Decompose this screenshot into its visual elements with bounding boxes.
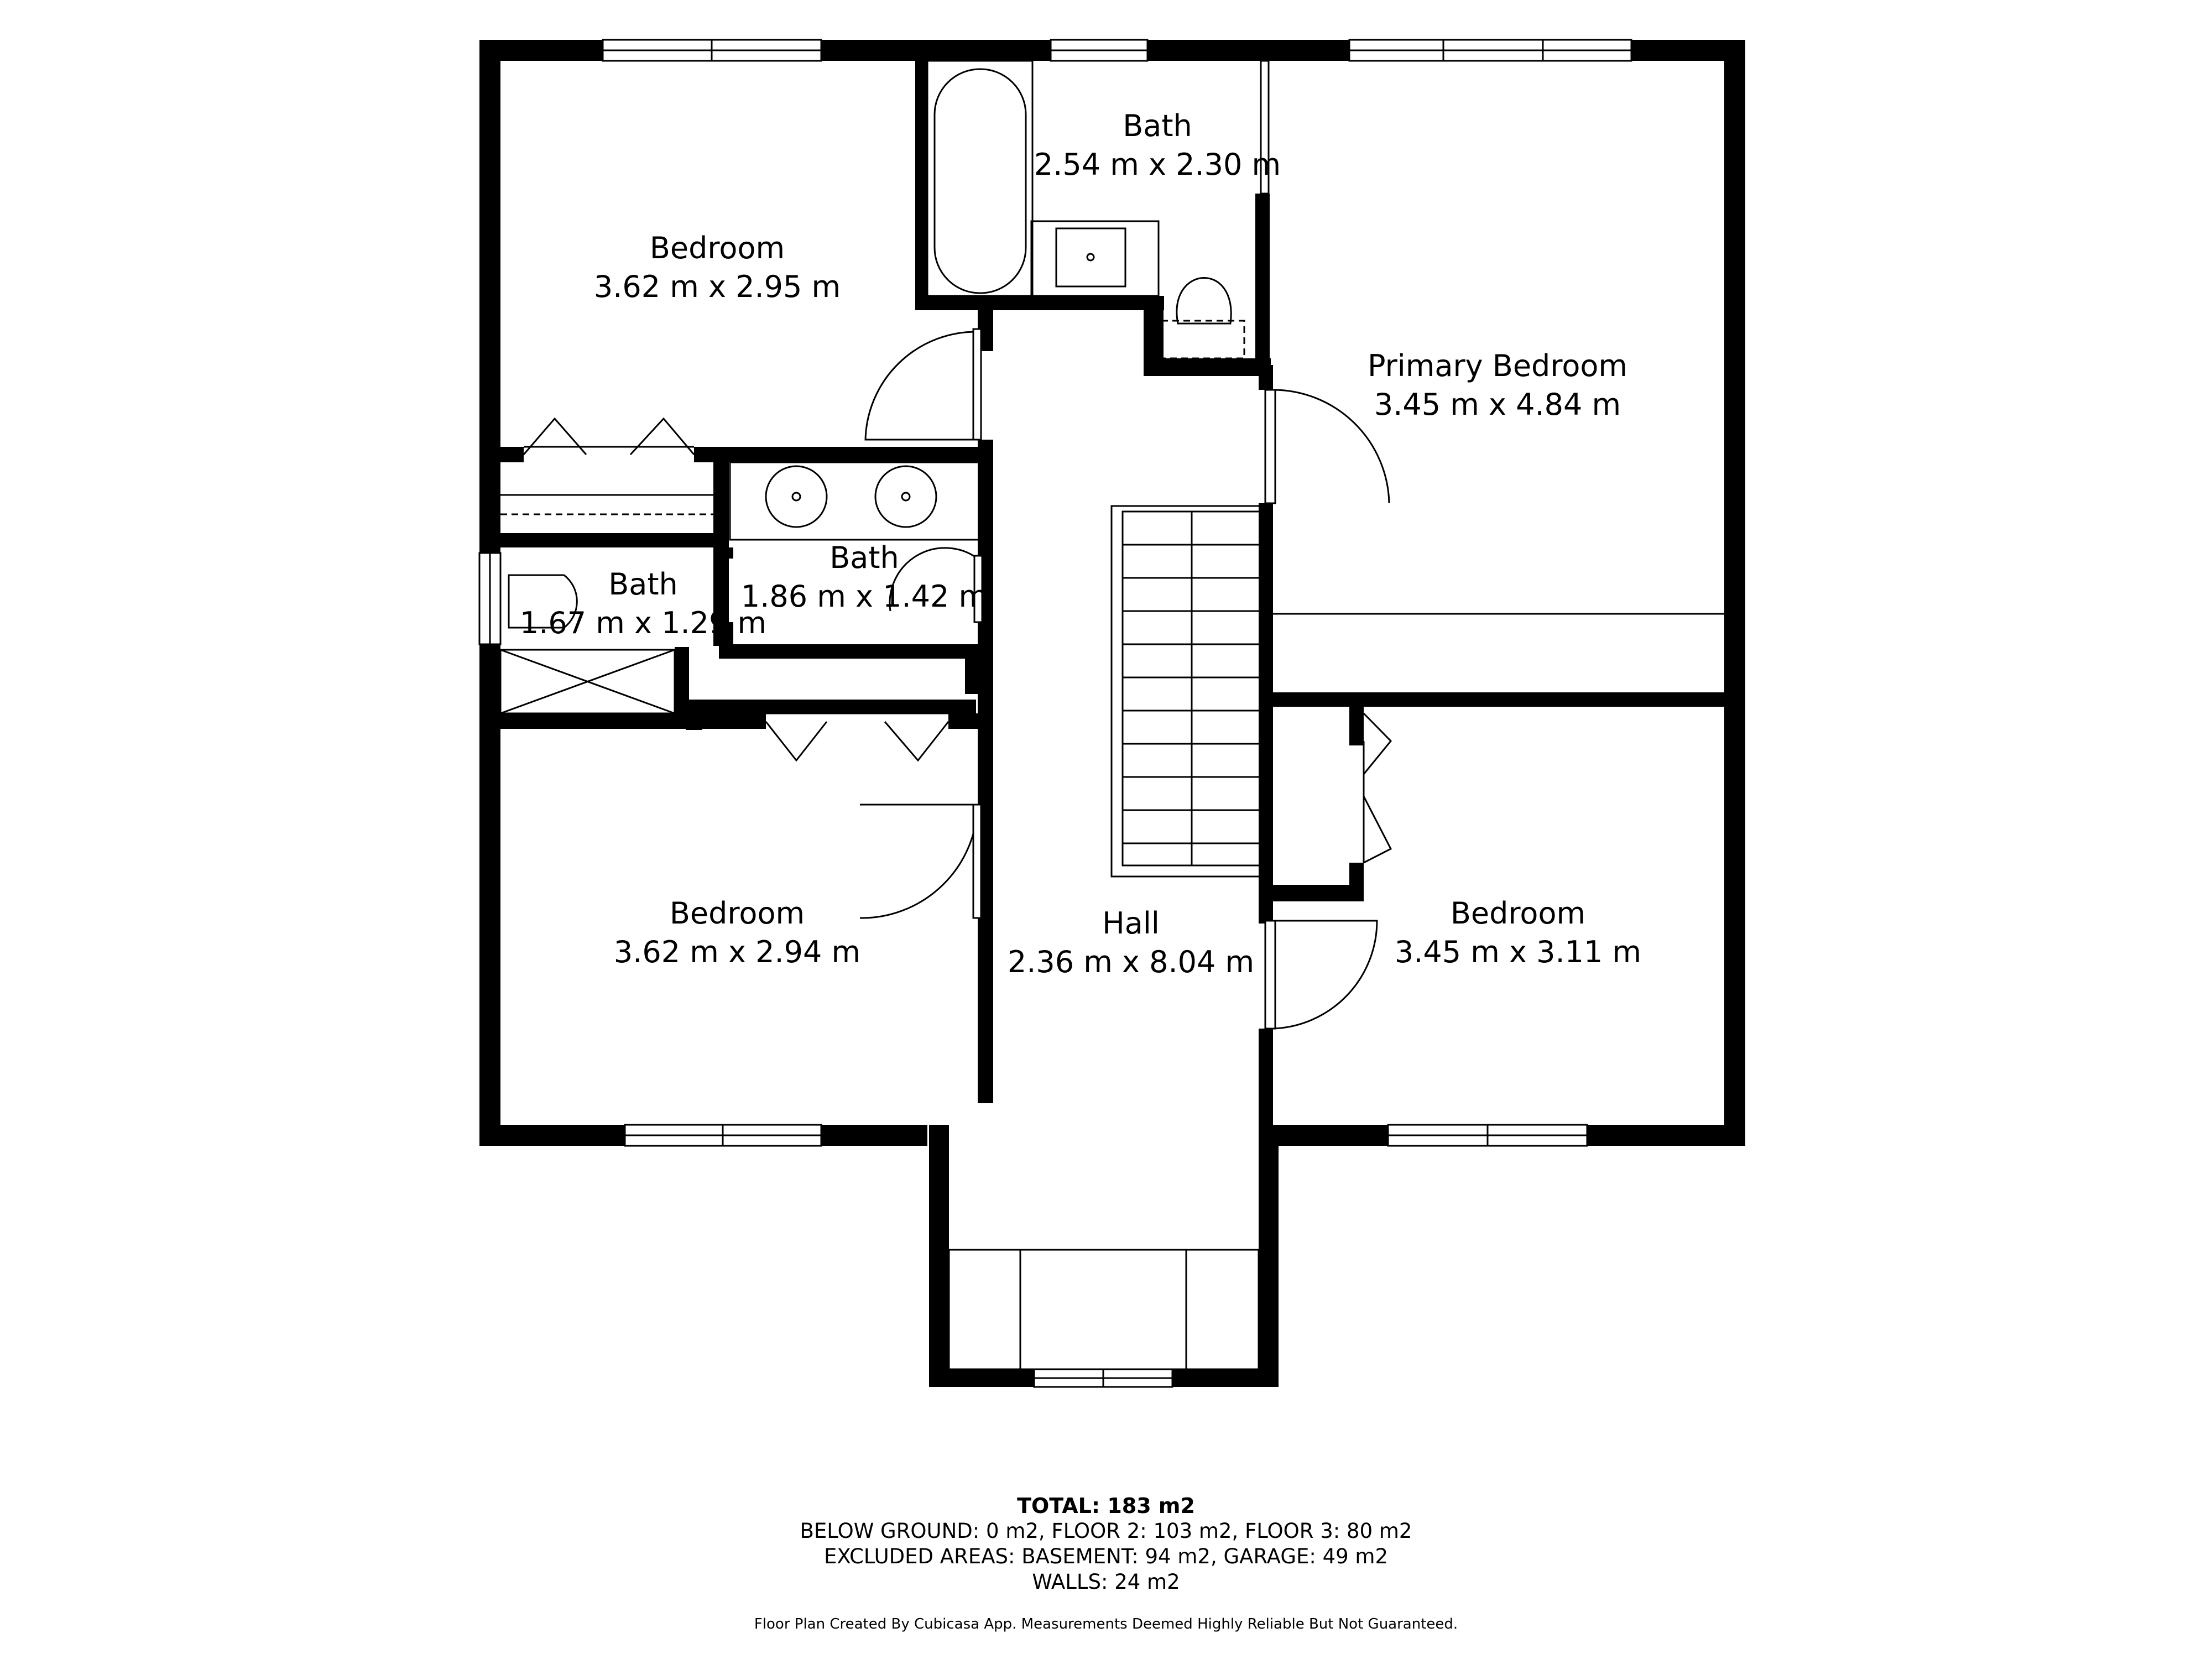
floor-areas: BELOW GROUND: 0 m2, FLOOR 2: 103 m2, FLO… (800, 1519, 1412, 1543)
room-size-bedroom-se: 3.45 m x 3.11 m (1395, 935, 1641, 969)
room-size-bath-center: 1.86 m x 1.42 m (741, 579, 988, 614)
walls (479, 40, 1745, 1387)
windows (478, 39, 1632, 1388)
room-size-primary-bedroom: 3.45 m x 4.84 m (1374, 387, 1621, 422)
disclaimer: Floor Plan Created By Cubicasa App. Meas… (754, 1616, 1458, 1632)
room-size-bath-small: 1.67 m x 1.29 m (520, 606, 766, 640)
room-name-bedroom-sw: Bedroom (670, 896, 805, 931)
room-name-primary-bedroom: Primary Bedroom (1368, 348, 1627, 383)
room-size-hall: 2.36 m x 8.04 m (1008, 945, 1254, 979)
room-name-bath-top: Bath (1123, 108, 1192, 143)
room-name-bath-small: Bath (608, 567, 678, 602)
total-area: TOTAL: 183 m2 (1017, 1494, 1195, 1518)
room-name-bedroom-se: Bedroom (1451, 896, 1585, 931)
walls-area: WALLS: 24 m2 (1032, 1570, 1180, 1594)
room-labels: Bedroom 3.62 m x 2.95 m Bath 2.54 m x 2.… (520, 108, 1641, 979)
excluded-areas: EXCLUDED AREAS: BASEMENT: 94 m2, GARAGE:… (823, 1545, 1389, 1568)
room-name-bedroom-nw: Bedroom (650, 231, 785, 265)
room-name-bath-center: Bath (830, 540, 899, 575)
room-name-hall: Hall (1102, 906, 1160, 941)
fixtures (499, 60, 1724, 1370)
room-size-bedroom-nw: 3.62 m x 2.95 m (594, 269, 841, 304)
room-size-bedroom-sw: 3.62 m x 2.94 m (614, 935, 860, 969)
area-summary: TOTAL: 183 m2 BELOW GROUND: 0 m2, FLOOR … (0, 1493, 2212, 1595)
room-size-bath-top: 2.54 m x 2.30 m (1034, 147, 1281, 182)
doors (523, 60, 1392, 1030)
